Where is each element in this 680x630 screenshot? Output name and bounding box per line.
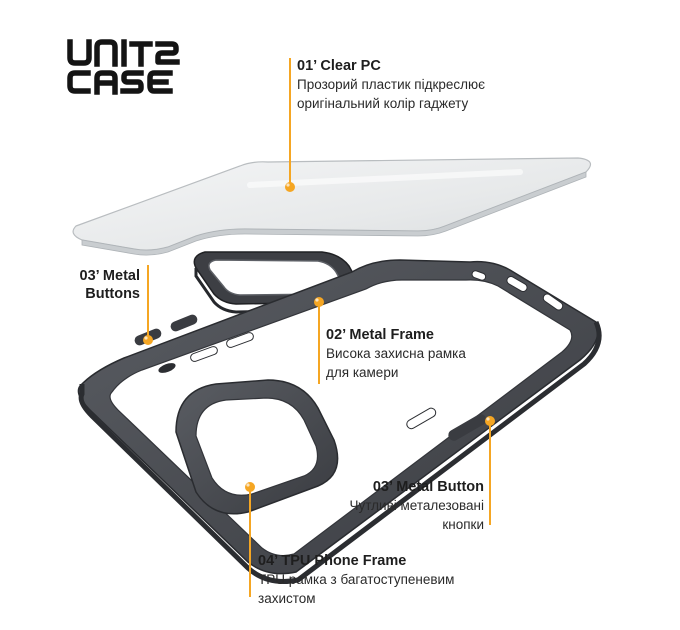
callout-metal-button-desc-2: кнопки	[442, 517, 484, 532]
callout-tpu-frame: 04’ TPU Phone Frame TPU рамка з багатост…	[258, 552, 454, 608]
metal-button-right	[448, 414, 487, 441]
callout-metal-frame: 02’ Metal Frame Висока захисна рамка для…	[326, 326, 466, 382]
callout-clear-pc-title: 01’ Clear PC	[297, 58, 381, 74]
callout-metal-buttons-title-1: 03’ Metal	[79, 268, 140, 284]
tpu-phone-frame	[77, 259, 602, 584]
callout-metal-button-title: 03’ Metal Button	[372, 479, 484, 495]
unit2case-logo	[67, 39, 180, 95]
callout-metal-button: 03’ Metal Button Чутливі металезовані кн…	[300, 478, 484, 534]
clear-pc-panel	[72, 157, 592, 256]
callout-metal-frame-title: 02’ Metal Frame	[326, 327, 434, 343]
callout-lines	[147, 58, 491, 597]
callout-clear-pc-desc-2: оригінальний колір гаджету	[297, 96, 469, 111]
callout-metal-buttons: 03’ Metal Buttons	[60, 267, 140, 303]
callout-metal-frame-desc-1: Висока захисна рамка	[326, 346, 466, 361]
callout-clear-pc-desc-1: Прозорий пластик підкреслює	[297, 77, 486, 92]
callout-tpu-frame-title: 04’ TPU Phone Frame	[258, 553, 407, 569]
callout-metal-button-desc-1: Чутливі металезовані	[349, 498, 484, 513]
callout-tpu-frame-desc-2: захистом	[258, 591, 316, 606]
callout-metal-buttons-title-2: Buttons	[85, 286, 140, 302]
callout-tpu-frame-desc-1: TPU рамка з багатоступеневим	[258, 572, 455, 587]
callout-metal-frame-desc-2: для камери	[326, 365, 399, 380]
callout-clear-pc: 01’ Clear PC Прозорий пластик підкреслює…	[297, 57, 485, 113]
